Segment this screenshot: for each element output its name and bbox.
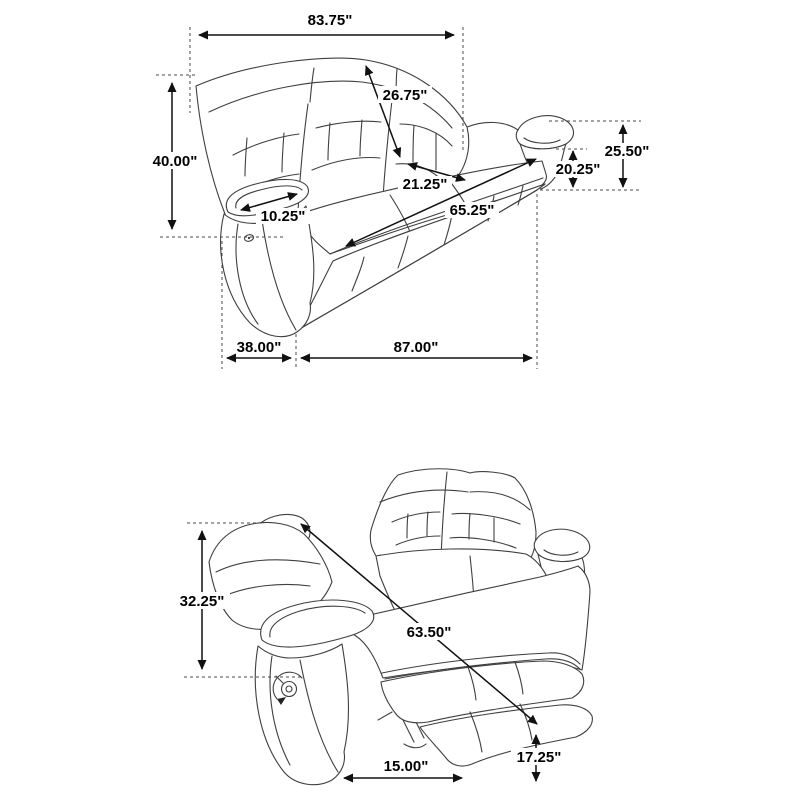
dim-footrest-height: 17.25" — [511, 734, 567, 782]
dim-label-reclined-length: 63.50" — [407, 624, 452, 641]
dim-back-cushion-height: 26.75" — [364, 65, 432, 158]
dim-label-overall-depth: 38.00" — [237, 339, 282, 356]
sofa-reclined-drawing — [208, 468, 593, 786]
sofa-outline-stroke — [285, 685, 293, 693]
sofa-outline-stroke — [261, 219, 297, 331]
dim-seat-height: 20.25" — [552, 150, 604, 188]
sofa-outline-stroke — [533, 528, 591, 563]
dim-reclined-length: 63.50" — [300, 523, 538, 725]
sofa-outline-stroke — [469, 491, 531, 511]
dim-label-arm-height: 25.50" — [605, 143, 650, 160]
dim-overall-height: 40.00" — [148, 82, 203, 230]
sofa-outline-stroke — [451, 512, 521, 525]
dim-label-seat-height: 20.25" — [556, 161, 601, 178]
reclined-dimensions: 32.25" 63.50" 17.25" 15.00" — [174, 522, 567, 783]
sofa-outline-stroke — [272, 671, 303, 700]
dim-arm-height: 25.50" — [600, 124, 654, 188]
dim-seat-width: 65.25" — [345, 158, 537, 247]
sofa-outline-stroke — [208, 80, 453, 129]
sofa-outline-stroke — [391, 511, 441, 523]
dim-reclined-height: 32.25" — [174, 530, 230, 670]
dim-label-reclined-height: 32.25" — [180, 593, 225, 610]
dim-footrest-length: 15.00" — [343, 758, 463, 783]
sofa-outline-stroke — [277, 697, 286, 705]
sofa-outline-stroke — [232, 133, 300, 156]
dim-label-overall-width-top: 83.75" — [308, 12, 353, 29]
sofa-outline-stroke — [403, 743, 427, 749]
upright-dimensions: 83.75" 26.75" 40.00" 10.25" 21.25" 65.25… — [148, 12, 654, 369]
sofa-outline-stroke — [243, 234, 255, 242]
recline-lever-icon — [272, 671, 303, 705]
sofa-outline-stroke — [399, 123, 453, 147]
sofa-outline-stroke — [515, 115, 574, 150]
sofa-outline-stroke — [379, 489, 469, 503]
dim-overall-width-front: 87.00" — [300, 339, 533, 363]
sofa-outline-stroke — [269, 655, 291, 766]
dim-label-overall-height: 40.00" — [153, 153, 198, 170]
sofa-outline-stroke — [280, 680, 298, 698]
sofa-outline-stroke — [377, 711, 393, 721]
dim-overall-depth: 38.00" — [226, 339, 292, 363]
sofa-outline-stroke — [466, 121, 519, 131]
dim-label-overall-width-front: 87.00" — [394, 339, 439, 356]
sofa-outline-stroke — [309, 67, 315, 103]
dim-label-armrest-width: 10.25" — [261, 208, 306, 225]
sofa-outline-stroke — [254, 643, 349, 786]
sofa-outline-stroke — [235, 185, 303, 209]
dim-overall-width-top: 83.75" — [198, 12, 455, 40]
dim-label-footrest-height: 17.25" — [517, 749, 562, 766]
sofa-outline-stroke — [351, 256, 365, 292]
dim-label-footrest-length: 15.00" — [384, 758, 429, 775]
sofa-outline-stroke — [327, 122, 331, 161]
sofa-outline-stroke — [543, 549, 579, 556]
sofa-outline-stroke — [244, 137, 248, 177]
sofa-outline-stroke — [220, 205, 315, 338]
power-button-icon — [243, 234, 255, 242]
dim-label-seat-depth: 21.25" — [403, 176, 448, 193]
sofa-outline-stroke — [281, 132, 285, 173]
dim-armrest-width: 10.25" — [240, 192, 310, 225]
dim-label-back-cushion-height: 26.75" — [383, 87, 428, 104]
reclined-left-arm — [254, 599, 375, 786]
sofa-outline-stroke — [523, 137, 561, 144]
sofa-outline-stroke — [359, 119, 363, 157]
dim-label-seat-width: 65.25" — [450, 202, 495, 219]
sofa-outline-stroke — [235, 223, 259, 325]
sofa-outline-stroke — [247, 236, 251, 240]
